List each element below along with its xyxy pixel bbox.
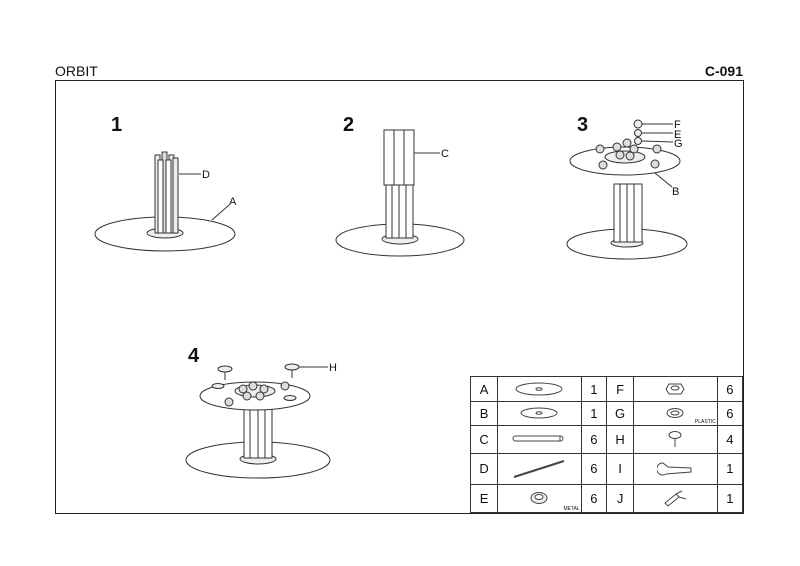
step-number: 2	[343, 114, 354, 136]
small-disc-icon	[497, 401, 582, 426]
material-note: METAL	[563, 506, 580, 512]
label-g: G	[674, 138, 683, 150]
part-letter: G	[605, 401, 635, 426]
part-qty: 6	[580, 424, 607, 454]
table-row: E METAL 6 J 1	[469, 483, 744, 514]
step-number: 1	[111, 114, 122, 136]
table-row: B 1 G PLASTIC 6	[469, 401, 744, 426]
threaded-rod-icon	[497, 452, 582, 485]
socket-key-icon	[633, 483, 718, 514]
table-row: D 6 I 1	[469, 452, 744, 485]
label-c: C	[441, 148, 449, 160]
part-qty: 6	[580, 483, 607, 514]
washer-icon: PLASTIC	[633, 401, 718, 426]
part-qty: 1	[580, 401, 607, 426]
label-e: E	[674, 129, 681, 141]
label-f: F	[674, 119, 681, 131]
part-qty: 1	[580, 375, 607, 403]
parts-list-table: A 1 F 6 B 1 G PLASTIC 6 C 6 H 4 D 6 I 1 …	[469, 375, 744, 514]
label-h: H	[329, 362, 337, 374]
step-4: 4 H	[185, 345, 337, 479]
step-1: 1 D A	[94, 114, 237, 252]
part-qty: 6	[580, 452, 607, 485]
part-letter: A	[469, 375, 499, 403]
wrench-icon	[633, 452, 718, 485]
table-row: A 1 F 6	[469, 375, 744, 403]
table-row: C 6 H 4	[469, 424, 744, 454]
part-letter: C	[469, 424, 499, 454]
part-letter: B	[469, 401, 499, 426]
label-d: D	[202, 169, 210, 181]
part-qty: 1	[716, 483, 744, 514]
product-name: ORBIT	[55, 63, 98, 79]
step-3: 3 F E G B	[566, 114, 688, 260]
step-number: 4	[188, 345, 200, 367]
part-letter: F	[605, 375, 635, 403]
nut-icon	[633, 375, 718, 403]
part-qty: 6	[716, 401, 744, 426]
part-letter: I	[605, 452, 635, 485]
tube-icon	[497, 424, 582, 454]
part-qty: 1	[716, 452, 744, 485]
part-letter: J	[605, 483, 635, 514]
foot-screw-icon	[633, 424, 718, 454]
part-letter: D	[469, 452, 499, 485]
part-letter: H	[605, 424, 635, 454]
step-number: 3	[577, 114, 588, 136]
product-code: C-091	[704, 63, 743, 79]
instructions-frame	[55, 80, 744, 514]
label-a: A	[229, 196, 237, 208]
part-qty: 6	[716, 375, 744, 403]
label-b: B	[672, 186, 679, 198]
material-note: PLASTIC	[694, 418, 716, 425]
metal-washer-icon: METAL	[497, 483, 582, 514]
step-2: 2 C	[335, 114, 465, 257]
large-disc-icon	[497, 375, 582, 403]
part-letter: E	[469, 483, 499, 514]
part-qty: 4	[716, 424, 744, 454]
